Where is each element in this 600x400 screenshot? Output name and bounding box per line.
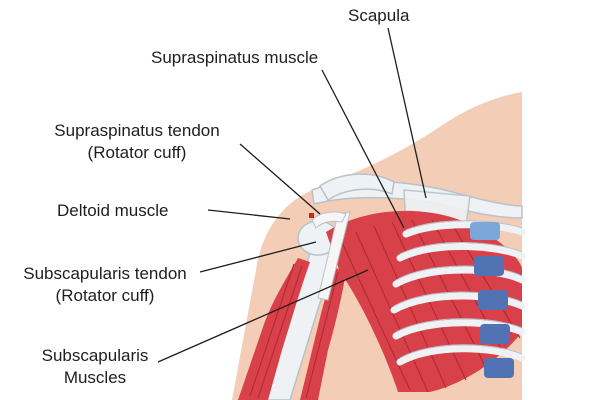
leader-deltoid-muscle (207, 209, 291, 220)
leader-scapula (387, 27, 427, 199)
rib-outlines (393, 220, 523, 359)
label-deltoid-muscle: Deltoid muscle (57, 201, 169, 220)
supraspinatus-tendon-band (311, 211, 347, 229)
label-subscapularis-muscles: Subscapularis Muscles (30, 345, 160, 389)
subscapularis-tendon-band (317, 211, 351, 301)
label-scapula: Scapula (348, 6, 410, 25)
leader-subscapularis-muscles (157, 269, 369, 363)
acromion-process (319, 173, 395, 202)
label-subscapularis-tendon-line1: Subscapularis tendon (23, 264, 187, 283)
leader-supraspinatus-tendon (239, 143, 321, 215)
label-subscapularis-muscles-line1: Subscapularis (41, 346, 149, 365)
leader-subscapularis-tendon (199, 241, 317, 273)
label-supraspinatus-tendon: Supraspinatus tendon (Rotator cuff) (40, 120, 234, 164)
arm-muscle-inner (300, 268, 346, 400)
label-subscapularis-muscles-line2: Muscles (63, 368, 127, 387)
label-subscapularis-tendon: Subscapularis tendon (Rotator cuff) (10, 263, 200, 307)
label-supraspinatus-muscle: Supraspinatus muscle (151, 48, 319, 67)
insertion-marker (309, 213, 314, 218)
leader-lines (157, 27, 427, 363)
leader-supraspinatus-muscle (321, 69, 405, 229)
label-subscapularis-tendon-line2: (Rotator cuff) (55, 286, 155, 305)
arm-muscle-fibers (249, 263, 339, 399)
rib-cage (390, 221, 526, 366)
label-supraspinatus-tendon-line2: (Rotator cuff) (87, 143, 187, 162)
arm-muscle (238, 258, 310, 400)
vertebral-column (470, 222, 514, 378)
label-supraspinatus-tendon-line1: Supraspinatus tendon (54, 121, 220, 140)
